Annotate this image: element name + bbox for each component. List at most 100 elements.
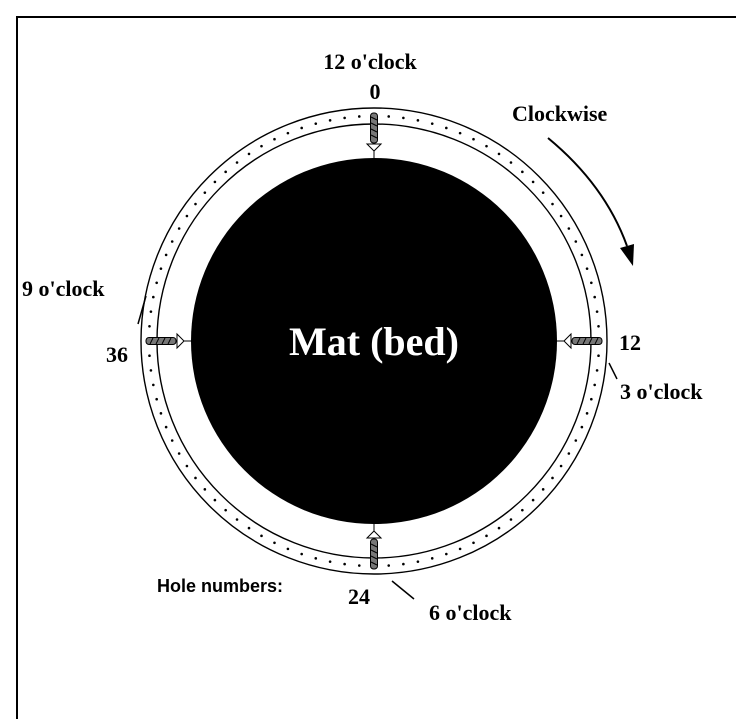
clock-label-6: 6 o'clock: [429, 600, 512, 625]
frame-outer-ring: [140, 107, 608, 575]
frame-hole: [445, 552, 448, 556]
frame-hole: [159, 267, 163, 270]
frame-hole: [416, 560, 420, 563]
hole-number-24: 24: [348, 584, 370, 609]
frame-hole: [590, 281, 593, 285]
frame-hole: [314, 122, 318, 125]
frame-hole: [387, 564, 391, 567]
diagram-border: [16, 16, 736, 719]
frame-hole: [164, 253, 168, 257]
frame-hole: [247, 526, 251, 530]
leader-line-6: [391, 580, 415, 600]
frame-hole: [185, 464, 189, 468]
frame-hole: [541, 191, 545, 194]
frame-hole: [585, 412, 589, 415]
frame-hole: [531, 180, 535, 184]
frame-hole: [458, 131, 462, 135]
frame-hole: [155, 397, 158, 401]
frame-hole: [509, 518, 513, 521]
clock-label-9: 9 o'clock: [22, 276, 105, 301]
frame-hole: [149, 369, 153, 372]
mat-label: Mat (bed): [289, 319, 459, 364]
frame-hole: [152, 383, 155, 387]
frame-hole: [286, 547, 290, 551]
leader-line-9: [137, 295, 147, 325]
frame-hole: [585, 267, 589, 270]
frame-hole: [300, 552, 303, 556]
spring-bottom: [365, 524, 383, 570]
frame-hole: [387, 115, 391, 118]
hole-ring: [147, 114, 601, 568]
frame-hole: [485, 534, 488, 538]
hole-number-36: 36: [106, 342, 128, 367]
frame-hole: [595, 310, 599, 313]
frame-hole: [521, 508, 524, 512]
frame-hole: [203, 488, 207, 491]
frame-hole: [213, 498, 217, 502]
frame-hole: [155, 281, 158, 285]
frame-hole: [416, 119, 420, 122]
frame-hole: [430, 557, 434, 560]
frame-hole: [595, 369, 599, 372]
frame-hole: [551, 476, 554, 480]
frame-hole: [509, 161, 513, 164]
clockwise-arrowhead-icon: [620, 244, 634, 266]
frame-hole: [357, 564, 361, 567]
frame-hole: [430, 122, 434, 125]
frame-hole: [194, 202, 197, 206]
frame-hole: [402, 116, 405, 120]
frame-hole: [551, 202, 554, 206]
mat: [191, 158, 557, 524]
frame-hole: [574, 439, 578, 442]
frame-hole: [445, 126, 448, 130]
spring-right: [557, 332, 603, 350]
frame-hole: [597, 324, 600, 328]
frame-hole: [521, 170, 524, 174]
frame-hole: [343, 562, 346, 566]
frame-hole: [149, 310, 153, 313]
frame-hole: [273, 137, 276, 141]
frame-hole: [235, 518, 239, 521]
clock-label-3: 3 o'clock: [620, 379, 703, 404]
frame-hole: [531, 498, 535, 502]
frame-hole: [458, 547, 462, 551]
frame-hole: [213, 180, 217, 184]
frame-hole: [260, 144, 263, 148]
frame-hole: [472, 541, 475, 545]
frame-hole: [574, 240, 578, 243]
clockwise-label: Clockwise: [512, 101, 608, 126]
frame-hole: [148, 324, 151, 328]
leader-line-3: [608, 362, 618, 380]
frame-hole: [559, 214, 563, 218]
frame-hole: [559, 464, 563, 468]
frame-hole: [224, 170, 227, 174]
clock-label-12: 12 o'clock: [323, 49, 417, 74]
frame-hole: [580, 425, 584, 429]
frame-hole: [314, 557, 318, 560]
frame-hole: [328, 560, 332, 563]
frame-hole: [185, 214, 189, 218]
clockwise-arrow-icon: [547, 137, 628, 247]
frame-hole: [177, 452, 181, 455]
hole-numbers-label: Hole numbers:: [157, 576, 283, 596]
frame-hole: [402, 562, 405, 566]
hole-number-0: 0: [370, 79, 381, 104]
frame-hole: [590, 397, 593, 401]
frame-hole: [273, 541, 276, 545]
frame-hole: [148, 354, 151, 358]
spring-left: [145, 332, 191, 350]
frame-hole: [328, 119, 332, 122]
frame-hole: [497, 526, 501, 530]
frame-hole: [567, 452, 571, 455]
frame-hole: [286, 131, 290, 135]
frame-hole: [497, 152, 501, 156]
hole-number-12: 12: [619, 330, 641, 355]
frame-hole: [597, 354, 600, 358]
frame-hole: [170, 240, 174, 243]
frame-hole: [472, 137, 475, 141]
frame-hole: [170, 439, 174, 442]
frame-hole: [593, 295, 596, 299]
frame-hole: [152, 295, 155, 299]
frame-hole: [580, 253, 584, 257]
